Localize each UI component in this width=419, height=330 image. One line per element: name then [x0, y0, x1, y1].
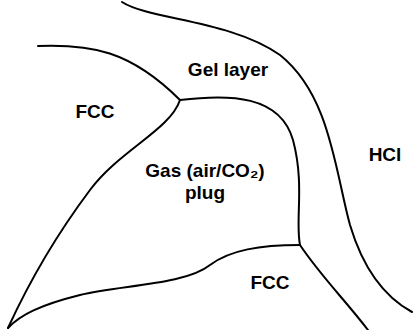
region-label: Gel layer — [188, 59, 268, 81]
region-label: Gas (air/CO₂) plug — [135, 160, 275, 204]
gel-outer-boundary — [122, 2, 412, 312]
region-label: HCl — [369, 144, 402, 166]
region-label: FCC — [75, 101, 114, 123]
plug-boundary — [8, 100, 180, 328]
fcc-boundary — [300, 245, 368, 330]
region-label: FCC — [250, 272, 289, 294]
fcc-boundary — [38, 46, 180, 100]
plug-boundary — [8, 245, 300, 328]
